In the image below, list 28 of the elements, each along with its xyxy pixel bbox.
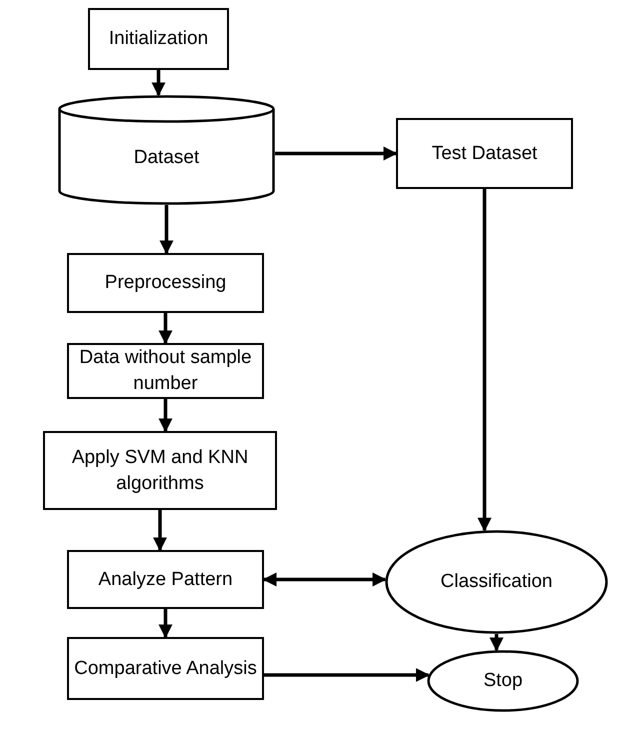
arrow bbox=[264, 668, 430, 682]
arrow bbox=[153, 510, 167, 552]
box-label: Test Dataset bbox=[432, 142, 538, 166]
arrow bbox=[160, 205, 174, 254]
box-label: Analyze Pattern bbox=[98, 568, 233, 592]
arrow bbox=[490, 634, 504, 652]
arrow bbox=[158, 609, 172, 638]
arrow bbox=[262, 572, 387, 586]
box-label: Stop bbox=[483, 669, 523, 694]
box-label: Data without sample number bbox=[78, 346, 253, 396]
arrow bbox=[152, 70, 166, 96]
process-box bbox=[67, 550, 264, 609]
arrow bbox=[158, 399, 172, 432]
arrow bbox=[275, 146, 398, 160]
process-box bbox=[88, 8, 229, 70]
arrow bbox=[158, 313, 172, 344]
process-box bbox=[43, 431, 277, 510]
box-label: Apply SVM and KNN algorithms bbox=[70, 446, 250, 496]
box-label: Initialization bbox=[108, 27, 208, 52]
box-label: Comparative Analysis bbox=[74, 656, 257, 681]
arrow bbox=[478, 189, 492, 532]
box-label: Preprocessing bbox=[104, 271, 226, 296]
process-box bbox=[67, 253, 264, 313]
process-box bbox=[396, 118, 573, 189]
process-box bbox=[67, 343, 264, 399]
box-label: Classification bbox=[440, 570, 552, 594]
process-box bbox=[67, 637, 264, 700]
box-label: Dataset bbox=[134, 146, 200, 170]
